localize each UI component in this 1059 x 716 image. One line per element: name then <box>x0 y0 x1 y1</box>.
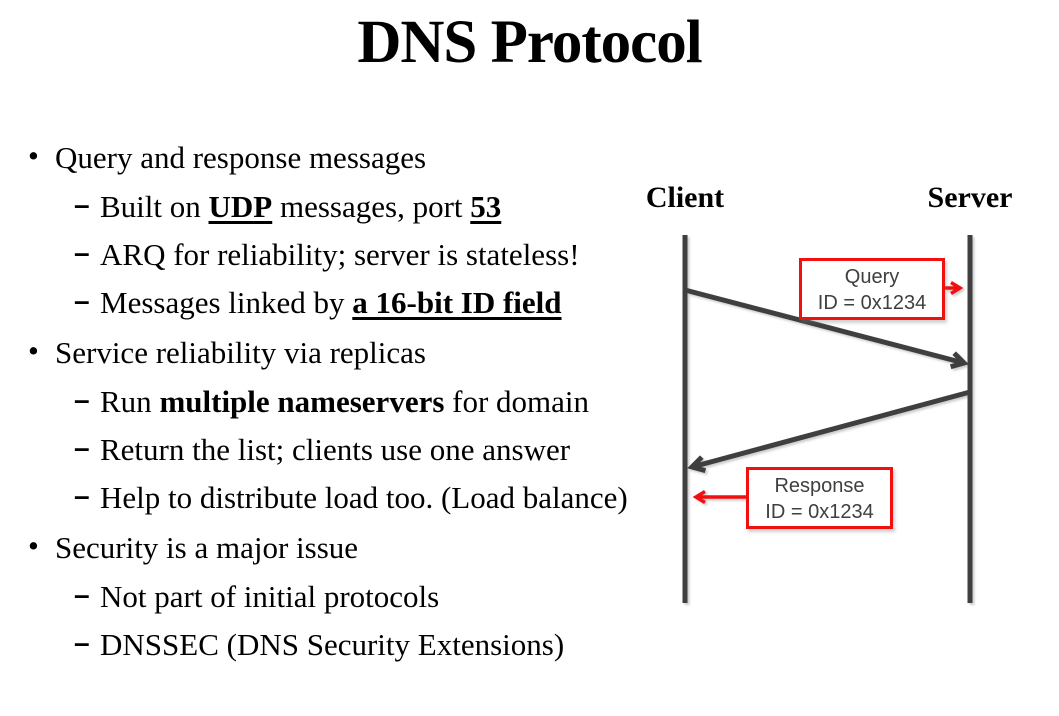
text-run: Help to distribute load too. (Load balan… <box>100 480 628 515</box>
sequence-diagram: Client Server Query ID = 0x1234 Response… <box>630 180 1050 610</box>
text-run: messages, port <box>272 189 471 224</box>
text-run: Run <box>100 384 160 419</box>
text-run-bold: multiple nameservers <box>159 384 445 419</box>
query-label-box: Query ID = 0x1234 <box>799 258 945 320</box>
bullet-marker: • <box>28 333 39 368</box>
diagram-drawing <box>682 235 973 603</box>
query-box-id: ID = 0x1234 <box>817 292 927 314</box>
text-run: Not part of initial protocols <box>100 579 440 614</box>
response-box-id: ID = 0x1234 <box>765 501 874 523</box>
dash-marker: – <box>74 237 90 268</box>
bullet-item: • Service reliability via replicas <box>20 333 654 373</box>
bullet-text: Query and response messages <box>55 140 427 175</box>
text-run-emphasis: 53 <box>470 189 502 224</box>
text-run: Messages linked by <box>100 285 353 320</box>
response-message-arrow <box>687 389 971 474</box>
text-run-emphasis: a 16-bit ID field <box>352 285 562 320</box>
dash-marker: – <box>74 285 90 316</box>
text-run-emphasis: UDP <box>208 189 273 224</box>
bullet-marker: • <box>28 528 39 563</box>
query-message-arrow <box>684 287 969 370</box>
bullet-marker: • <box>28 138 39 173</box>
response-box-title: Response <box>774 475 865 497</box>
sub-bullet: – DNSSEC (DNS Security Extensions) <box>20 625 654 664</box>
bullet-item: • Security is a major issue <box>20 528 654 568</box>
dash-marker: – <box>74 189 90 220</box>
page-title: DNS Protocol <box>357 9 702 76</box>
dash-marker: – <box>74 627 90 658</box>
text-run: ARQ for reliability; server is stateless… <box>100 237 580 272</box>
bullet-text: Security is a major issue <box>55 530 359 565</box>
bullet-list: • Query and response messages – Built on… <box>20 138 654 664</box>
text-run: DNSSEC (DNS Security Extensions) <box>100 627 565 662</box>
sub-bullet: – Return the list; clients use one answe… <box>20 430 654 469</box>
sub-bullet: – Help to distribute load too. (Load bal… <box>20 478 654 517</box>
sub-bullet: – Run multiple nameservers for domain <box>20 382 654 421</box>
bullet-text: Service reliability via replicas <box>55 335 426 370</box>
query-box-title: Query <box>844 266 900 288</box>
sub-bullet: – ARQ for reliability; server is statele… <box>20 235 654 274</box>
dash-marker: – <box>74 432 90 463</box>
sub-bullet: – Built on UDP messages, port 53 <box>20 187 654 226</box>
text-run: Return the list; clients use one answer <box>100 432 571 467</box>
server-label: Server <box>927 181 1013 214</box>
text-run: Built on <box>100 189 209 224</box>
dash-marker: – <box>74 480 90 511</box>
dash-marker: – <box>74 384 90 415</box>
bullet-item: • Query and response messages <box>20 138 654 178</box>
sub-bullet: – Not part of initial protocols <box>20 577 654 616</box>
dash-marker: – <box>74 579 90 610</box>
client-label: Client <box>645 181 725 214</box>
text-run: for domain <box>444 384 590 419</box>
sub-bullet: – Messages linked by a 16-bit ID field <box>20 283 654 322</box>
response-label-box: Response ID = 0x1234 <box>746 467 893 529</box>
